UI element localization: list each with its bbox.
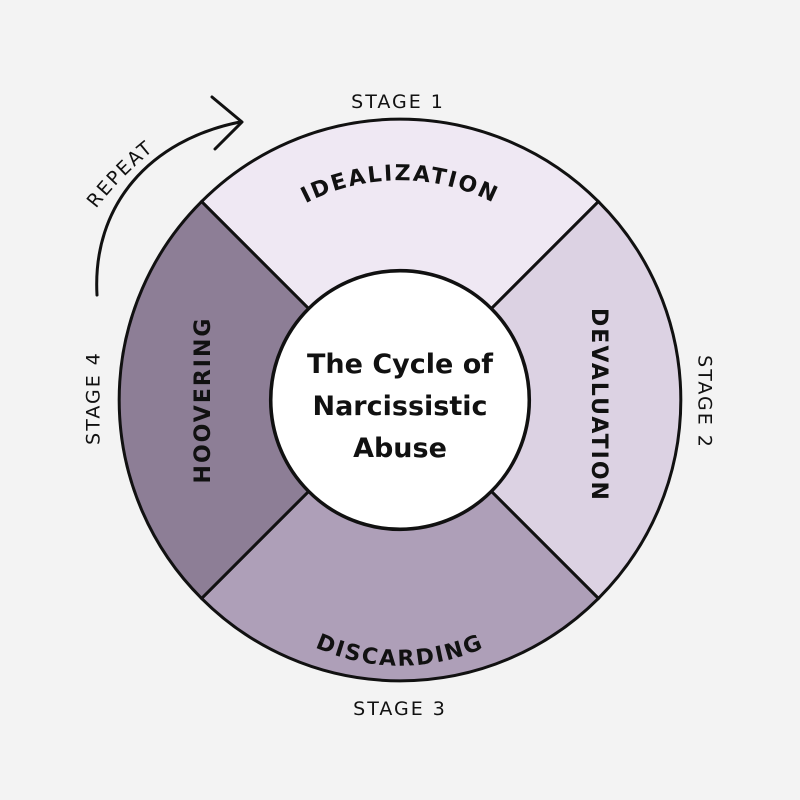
stage-label-2: STAGE 2 xyxy=(694,355,716,449)
center-title-line-2: Narcissistic xyxy=(312,391,487,422)
center-circle xyxy=(269,269,531,531)
center-title-line-3: Abuse xyxy=(353,433,447,464)
stage-label-3: STAGE 3 xyxy=(353,698,447,720)
center-title-line-1: The Cycle of xyxy=(307,349,493,380)
repeat-arrowhead-icon xyxy=(210,95,244,151)
label-devaluation: DEVALUATION xyxy=(586,308,611,502)
label-hoovering: HOOVERING xyxy=(191,317,216,484)
stage-label-1: STAGE 1 xyxy=(351,91,445,113)
stage-label-4: STAGE 4 xyxy=(83,351,105,445)
repeat-arrow xyxy=(95,120,242,297)
